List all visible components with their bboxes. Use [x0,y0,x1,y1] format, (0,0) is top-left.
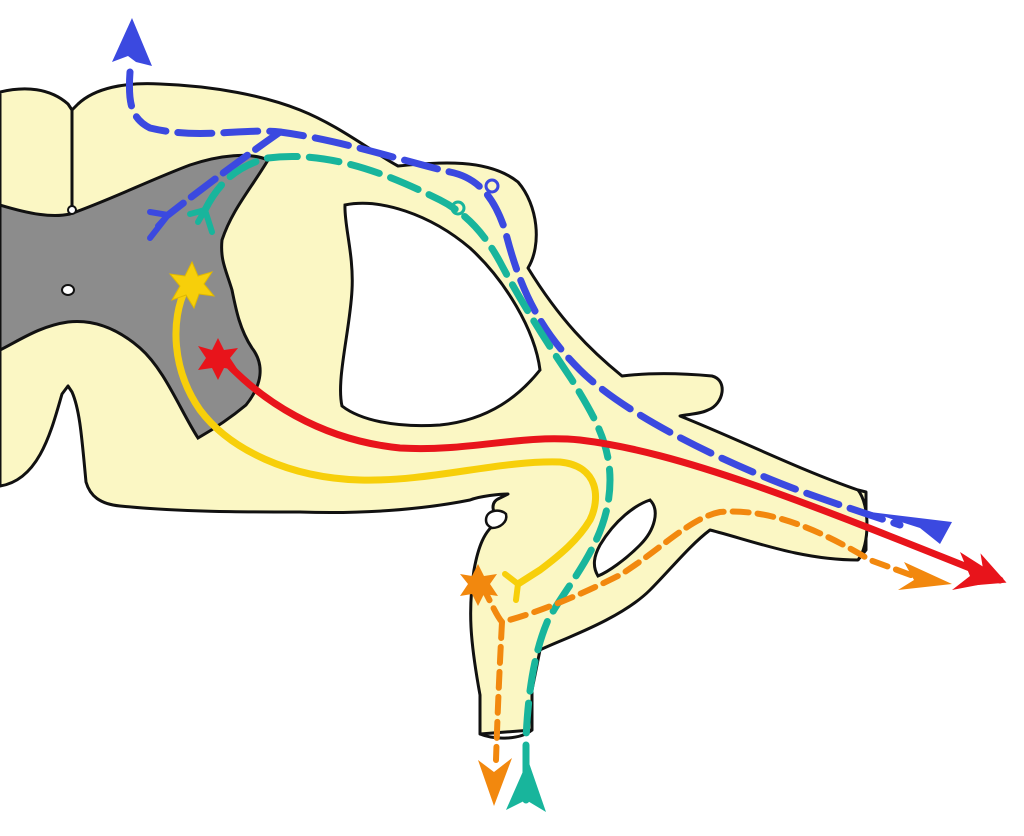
blue-pathway-line [125,68,904,529]
teal-arrow-up-icon [506,760,546,812]
orange-arrow-down-icon [478,758,512,806]
orange-descending-line [493,619,505,763]
ramus-gap-1 [592,498,657,578]
yellow-neuron-star-icon [168,260,216,310]
root-gap [339,201,542,428]
blue-synapse-icon [147,209,171,241]
teal-synapse-icon [187,207,215,235]
teal-ganglion-cell-icon [450,200,466,216]
blue-ganglion-cell-icon [484,178,500,194]
ramus-branch-stub [484,509,508,530]
red-pathway-line [218,354,1007,586]
red-neuron-star-icon [198,338,238,380]
yellow-pathway-line [172,284,599,588]
central-canal [61,284,75,296]
blue-arrow-up-icon [112,18,152,66]
orange-arrow-right-icon [898,562,952,590]
fissure-tip [67,205,77,215]
blue-arrow-left-icon [870,512,952,544]
yellow-synapse-icon [502,571,521,603]
blue-synapse-branch [164,128,284,219]
orange-neuron-star-icon [460,564,498,606]
teal-pathway-line [201,152,614,804]
red-arrow-right-icon [952,552,1004,590]
